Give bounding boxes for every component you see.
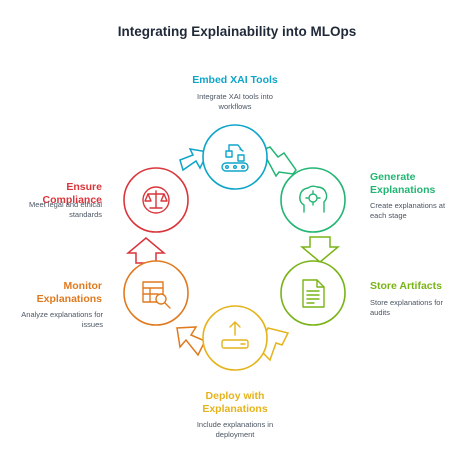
- document-icon: [302, 279, 325, 308]
- arrow-monitor-to-compliance: [125, 237, 167, 264]
- step-label-generate-explanations: Generate Explanations: [370, 171, 436, 196]
- step-desc-monitor-explanations: Analyze explanations for issues: [21, 310, 103, 329]
- node-monitor-explanations: [123, 260, 189, 326]
- table-search-icon: [142, 281, 171, 309]
- brain-gear-icon: [299, 185, 328, 213]
- arrow-deploy-to-monitor: [176, 326, 207, 357]
- step-label-ensure-compliance: Ensure Compliance: [42, 181, 102, 206]
- node-generate-explanations: [280, 167, 346, 233]
- step-desc-generate-explanations: Create explanations at each stage: [370, 201, 446, 220]
- step-label-deploy-with-explanations: Deploy with Explanations: [202, 390, 268, 415]
- node-deploy-with-explanations: [202, 305, 268, 371]
- step-desc-store-artifacts: Store explanations for audits: [370, 298, 443, 317]
- step-desc-embed-xai-tools: Integrate XAI tools into workflows: [197, 92, 273, 111]
- step-desc-ensure-compliance: Meet legal and ethical standards: [29, 200, 102, 219]
- scales-icon: [142, 186, 170, 214]
- step-label-store-artifacts: Store Artifacts: [370, 280, 442, 292]
- robotic-arm-icon: [221, 144, 249, 172]
- step-label-embed-xai-tools: Embed XAI Tools: [192, 74, 278, 86]
- step-desc-deploy-with-explanations: Include explanations in deployment: [196, 420, 274, 439]
- node-embed-xai-tools: [202, 124, 268, 190]
- upload-icon: [221, 321, 249, 349]
- diagram-title: Integrating Explainability into MLOps: [117, 24, 357, 39]
- node-store-artifacts: [280, 260, 346, 326]
- step-label-monitor-explanations: Monitor Explanations: [36, 280, 102, 305]
- arrow-generate-to-store: [299, 236, 341, 263]
